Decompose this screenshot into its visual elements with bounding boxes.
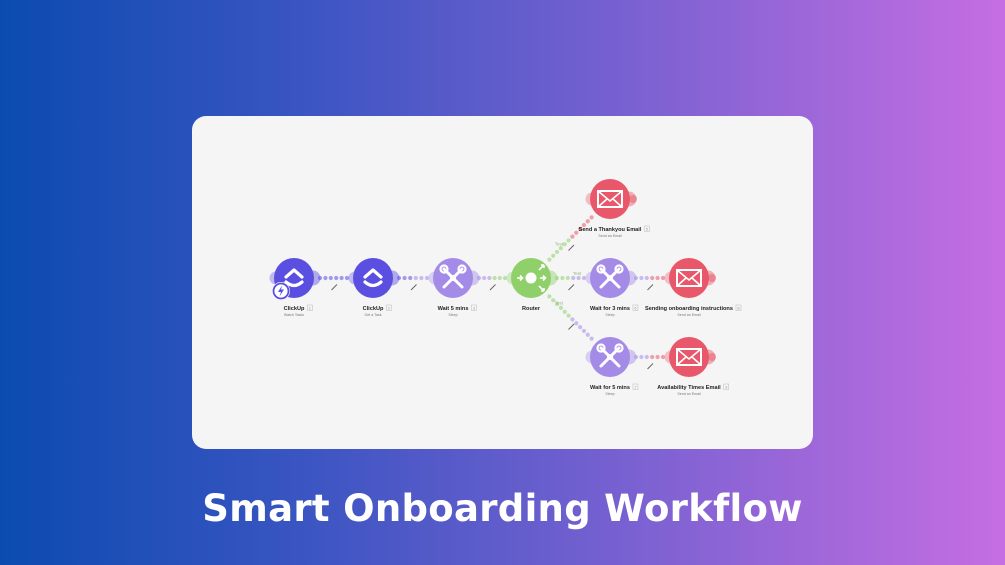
node-badge-number: 8: [737, 306, 740, 311]
connector-wait-5b-to-availability[interactable]: [633, 354, 666, 370]
node-sublabel: Send an Email: [677, 392, 701, 396]
tools-icon: [439, 264, 467, 289]
email-icon: [676, 348, 702, 366]
node-badge: [735, 304, 742, 311]
email-icon: [597, 190, 623, 208]
node-label: Availability Times Email: [657, 385, 721, 391]
node-badge-number: 6: [634, 306, 637, 311]
node-sublabel: Sleep: [448, 313, 457, 317]
node-circle[interactable]: [590, 179, 630, 219]
node-label: Router: [522, 306, 541, 312]
connector-router-to-wait-5b[interactable]: Test: [547, 294, 594, 341]
add-next-handle[interactable]: [708, 274, 716, 282]
node-badge-number: 2: [388, 306, 391, 311]
node-badge-number: 9: [725, 385, 728, 390]
node-sublabel: Sleep: [605, 313, 614, 317]
node-label: ClickUp: [363, 306, 384, 312]
connector-clickup-watch-to-clickup-get[interactable]: [317, 275, 350, 291]
node-label: Wait 5 mins: [438, 306, 469, 312]
connector-wait-3-to-sending-onboarding[interactable]: [633, 275, 666, 291]
add-next-handle[interactable]: [708, 353, 716, 361]
node-label: Sending onboarding instructions: [645, 306, 733, 312]
node-label: ClickUp: [284, 306, 305, 312]
node-badge: [307, 304, 313, 311]
node-label: Wait for 5 mins: [590, 385, 630, 391]
connector-clickup-get-to-wait-5[interactable]: [396, 275, 430, 291]
node-badge: [644, 225, 650, 232]
edge-label: Test: [555, 241, 564, 246]
tools-icon: [596, 343, 624, 368]
node-label: Send a Thankyou Email: [579, 227, 642, 233]
trigger-lightning-icon: [272, 282, 290, 300]
edge-label: Test: [573, 271, 582, 276]
node-badge: [632, 304, 639, 311]
node-circle[interactable]: [353, 258, 393, 298]
clickup-icon: [363, 268, 383, 288]
tools-icon: [596, 264, 624, 289]
node-badge-number: 1: [309, 306, 312, 311]
connector-wait-5-to-router[interactable]: [476, 275, 508, 291]
connector-router-to-send-thankyou[interactable]: Test: [547, 215, 594, 262]
node-badge: [723, 383, 729, 390]
node-badge-number: 5: [646, 227, 649, 232]
email-icon: [676, 269, 702, 287]
node-circle[interactable]: [669, 337, 709, 377]
node-sublabel: Watch Tasks: [284, 313, 304, 317]
node-sublabel: Send an Email: [677, 313, 701, 317]
node-sublabel: Send an Email: [598, 234, 622, 238]
node-badge-number: 3: [473, 306, 476, 311]
clickup-icon: [284, 268, 304, 288]
router-icon: [517, 264, 547, 292]
node-label: Wait for 3 mins: [590, 306, 630, 312]
node-badge: [632, 383, 639, 390]
node-circle[interactable]: [669, 258, 709, 298]
node-badge: [386, 304, 392, 311]
node-sublabel: Sleep: [605, 392, 614, 396]
connector-router-to-wait-3[interactable]: Test: [554, 271, 587, 291]
node-sublabel: Get a Task: [364, 313, 381, 317]
page-title: Smart Onboarding Workflow: [202, 487, 803, 530]
node-router[interactable]: Router: [506, 258, 558, 312]
add-next-handle[interactable]: [629, 195, 637, 203]
node-badge: [471, 304, 477, 311]
edge-label: Test: [555, 301, 564, 306]
node-badge-number: 7: [634, 385, 637, 390]
